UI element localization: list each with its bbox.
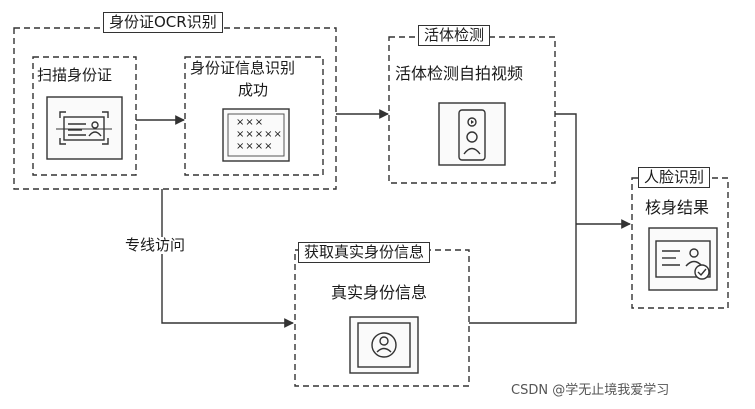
ocr-ok-node-label-line2: 成功	[238, 81, 269, 99]
scan-node-frame	[32, 56, 137, 176]
edge-fetch-to-face	[469, 224, 577, 324]
face-group-frame	[631, 177, 729, 309]
dedicated-line-edge-label: 专线访问	[123, 236, 188, 254]
real-info-node-label: 真实身份信息	[331, 283, 428, 302]
selfie-node-label: 活体检测自拍视频	[395, 64, 524, 83]
watermark: CSDN @学无止境我爱学习	[511, 383, 670, 398]
verification-result-icon	[648, 227, 718, 291]
face-group-title: 人脸识别	[638, 167, 711, 188]
ocr-glyph-row-2: ×××××	[236, 129, 283, 140]
verify-node-label: 核身结果	[645, 198, 710, 217]
portrait-icon	[349, 316, 419, 374]
ocr-result-icon	[222, 108, 290, 162]
fetch-group-title: 获取真实身份信息	[298, 242, 431, 263]
ocr-ok-node-frame	[184, 56, 324, 176]
liveness-group-title: 活体检测	[418, 25, 491, 46]
id-card-scan-icon	[46, 96, 123, 160]
edge-ocr-to-fetch	[161, 189, 294, 328]
ocr-glyph-row-1: ×××	[236, 117, 265, 128]
ocr-glyph-row-3: ××××	[236, 141, 274, 152]
ocr-group-title: 身份证OCR识别	[103, 12, 223, 33]
scan-node-label: 扫描身份证	[37, 66, 113, 84]
fetch-group-frame	[294, 249, 470, 387]
selfie-video-icon	[438, 102, 506, 166]
ocr-ok-node-label-line1: 身份证信息识别	[190, 59, 296, 77]
edge-liveness-to-face	[555, 113, 577, 224]
